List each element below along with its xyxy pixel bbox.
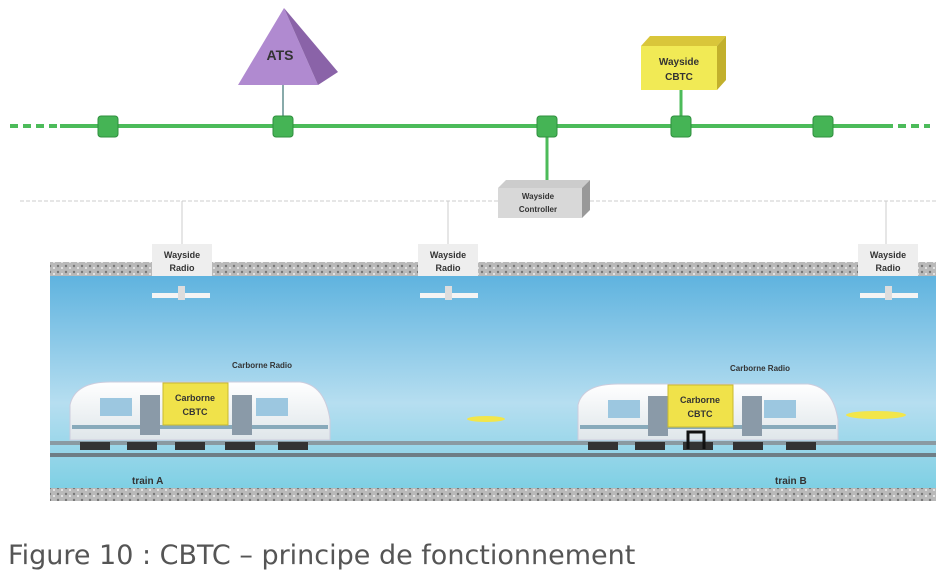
radio-signal [846, 411, 906, 419]
carborne-radio-label: Carborne Radio [232, 361, 292, 370]
track-ballast [50, 488, 936, 501]
wayside-cbtc-label: Wayside [659, 57, 700, 68]
train-a-label: train A [132, 476, 163, 487]
wayside-radio-label: Radio [435, 263, 461, 273]
wayside-radio: Wayside Radio [418, 244, 478, 300]
carborne-cbtc-box [162, 382, 229, 426]
figure-caption: Figure 10 : CBTC – principe de fonctionn… [8, 540, 636, 571]
rail [50, 453, 936, 457]
wayside-controller-box: Wayside Controller [498, 180, 590, 218]
rail [50, 441, 936, 445]
antenna-icon [686, 430, 706, 449]
wayside-radio-label: Radio [875, 263, 901, 273]
ats-label: ATS [267, 47, 294, 63]
wayside-radio-label: Wayside [164, 250, 200, 260]
carborne-cbtc-box [667, 384, 734, 428]
radio-signal [467, 416, 505, 422]
network-node [670, 115, 692, 138]
wayside-cbtc-label: CBTC [665, 72, 693, 83]
carborne-cbtc-label: Carborne [680, 395, 720, 405]
carborne-radio-label: Carborne Radio [730, 364, 790, 373]
carborne-cbtc-label: CBTC [183, 407, 208, 417]
wayside-radio-label: Wayside [430, 250, 466, 260]
wayside-cbtc-box: Wayside CBTC [641, 36, 726, 90]
carborne-cbtc-label: CBTC [688, 409, 713, 419]
wayside-radio: Wayside Radio [152, 244, 212, 300]
cbtc-diagram: ATS Wayside CBTC Wayside Controller Ways… [10, 8, 936, 501]
network-node [272, 115, 294, 138]
tunnel-ceiling [50, 262, 936, 276]
train-b: Carborne CBTC [577, 383, 839, 450]
network-backbone [10, 85, 930, 184]
network-node [536, 115, 558, 138]
wayside-controller-label: Controller [519, 205, 557, 214]
wayside-controller-label: Wayside [522, 192, 555, 201]
train-a: Carborne CBTC [69, 381, 331, 450]
wayside-radio: Wayside Radio [858, 244, 918, 300]
ats-pyramid: ATS [238, 8, 338, 85]
train-b-label: train B [775, 476, 807, 487]
network-node [97, 115, 119, 138]
carborne-cbtc-label: Carborne [175, 393, 215, 403]
network-node [812, 115, 834, 138]
wayside-radio-label: Wayside [870, 250, 906, 260]
wayside-radio-label: Radio [169, 263, 195, 273]
